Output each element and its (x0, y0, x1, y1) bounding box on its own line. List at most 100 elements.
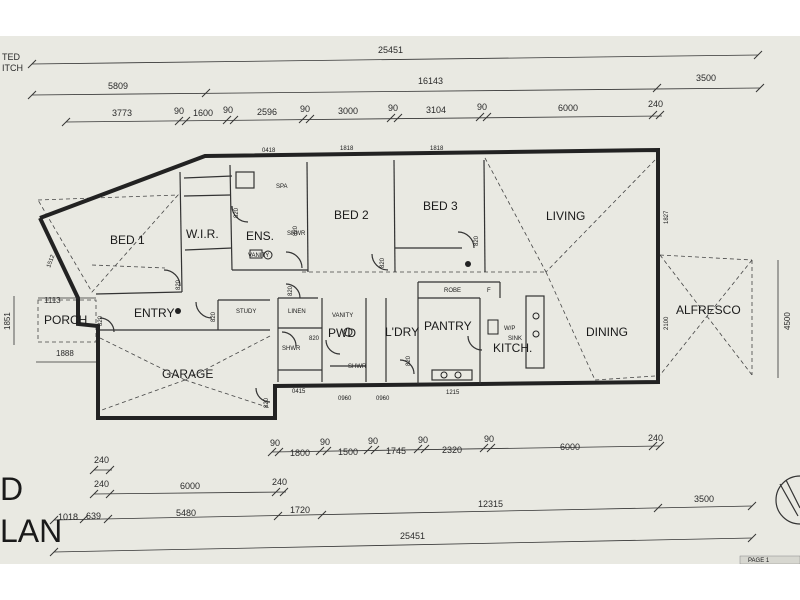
dim-row3-4: 90 (223, 105, 233, 115)
dim-bottom-b-3: 240 (272, 477, 287, 487)
svg-text:820: 820 (288, 285, 294, 296)
dim-line-overall-top (31, 54, 759, 65)
room-study: STUDY (236, 309, 256, 315)
dim-bottom-9: 90 (484, 434, 494, 444)
room-bed-2: BED 2 (334, 208, 369, 222)
fixture-sink-kitchen: SINK (508, 336, 522, 342)
dim-row3-8: 90 (388, 103, 398, 113)
exterior-walls (38, 147, 660, 420)
door-swings (99, 205, 483, 403)
roof-lines (37, 157, 753, 411)
svg-text:0960: 0960 (338, 396, 352, 402)
svg-text:820: 820 (474, 235, 480, 246)
fixture-shower-ens: SHWR (287, 231, 306, 237)
dim-line-bottom-row1 (271, 445, 661, 453)
room-bed-3: BED 3 (423, 199, 458, 213)
svg-text:820: 820 (406, 355, 412, 366)
room-entry: ENTRY (134, 306, 174, 320)
north-arrow-icon (775, 475, 800, 525)
dim-line-bottom-c (53, 505, 753, 521)
dim-bottom-1: 90 (270, 438, 280, 448)
dim-alfresco-height: 4500 (783, 312, 792, 330)
dim-bottom-8: 2320 (442, 445, 462, 455)
room-alfresco: ALFRESCO (676, 303, 741, 317)
room-pantry: PANTRY (424, 319, 472, 333)
fixture-fridge: F (487, 288, 491, 294)
fixture-vanity-ens: VANITY (248, 253, 269, 259)
dim-bottom-7: 90 (418, 435, 428, 445)
dim-row2-2: 16143 (418, 76, 443, 86)
dim-row3-11: 6000 (558, 103, 578, 113)
dim-bottom-a-1: 240 (94, 455, 109, 465)
fixture-shower-2: SHWR (282, 346, 301, 352)
dim-dining-window: 2100 (664, 316, 670, 330)
svg-text:820: 820 (176, 279, 182, 290)
fixtures (175, 249, 540, 379)
room-dining: DINING (586, 325, 628, 339)
dim-row3-5: 2596 (257, 107, 277, 117)
floor-plan-sheet: TED ITCH 25451 5809 16143 3500 3773 90 1… (0, 36, 800, 564)
dim-bottom-c-3: 5480 (176, 508, 196, 518)
dim-porch-depth: 1888 (56, 349, 74, 358)
window-label-1: 0418 (262, 148, 276, 154)
dim-bottom-overall: 25451 (400, 531, 425, 541)
dim-porch-width: 1113 (44, 296, 61, 305)
fixture-wp: W/P (504, 326, 515, 332)
room-kitchen: KITCH. (493, 341, 532, 355)
dim-row3-3: 1600 (193, 108, 213, 118)
svg-text:820: 820 (380, 257, 386, 268)
svg-text:820: 820 (309, 336, 320, 342)
dim-overall-top: 25451 (378, 45, 403, 55)
dim-bottom-b-1: 240 (94, 479, 109, 489)
room-living: LIVING (546, 209, 585, 223)
svg-text:0960: 0960 (376, 396, 390, 402)
dim-bottom-c-1: 1018 (58, 512, 78, 522)
room-linen: LINEN (288, 309, 306, 315)
dim-row3-12: 240 (648, 99, 663, 109)
dim-bottom-b-2: 6000 (180, 481, 200, 491)
dim-bottom-c-5: 12315 (478, 499, 503, 509)
dim-line-bottom-b (93, 491, 287, 495)
dim-bottom-3: 90 (320, 437, 330, 447)
dim-line-row3 (65, 115, 663, 123)
window-label-2: 1818 (340, 146, 354, 152)
room-powder: PWD (328, 326, 356, 340)
left-note-2: ITCH (2, 63, 23, 73)
dim-bed1-window: 1512 (46, 253, 56, 268)
svg-text:1215: 1215 (446, 390, 460, 396)
dim-bottom-10: 6000 (560, 442, 580, 452)
dim-bottom-4: 1500 (338, 447, 358, 457)
left-note-1: TED (2, 52, 21, 62)
room-laundry: L'DRY (385, 325, 419, 339)
dim-row3-6: 90 (300, 104, 310, 114)
svg-text:0415: 0415 (292, 389, 306, 395)
room-wir: W.I.R. (186, 227, 219, 241)
fixture-spa: SPA (276, 184, 288, 190)
dim-bottom-c-2: 639 (86, 511, 101, 521)
dim-row3-9: 3104 (426, 105, 446, 115)
svg-text:820: 820 (234, 207, 240, 218)
dim-bottom-c-6: 3500 (694, 494, 714, 504)
svg-text:820: 820 (264, 397, 270, 408)
dim-row3-2: 90 (174, 106, 184, 116)
dim-line-row2 (31, 87, 761, 96)
dim-row3-1: 3773 (112, 108, 132, 118)
interior-walls (95, 159, 545, 384)
partial-title-line2: LAN (0, 513, 62, 549)
dim-bottom-11: 240 (648, 433, 663, 443)
dim-living-window: 1827 (664, 210, 670, 224)
room-ensuite: ENS. (246, 229, 274, 243)
partial-title-line1: D (0, 471, 23, 507)
dim-bottom-5: 90 (368, 436, 378, 446)
footer-stub: PAGE 1 (748, 558, 770, 564)
svg-text:820: 820 (211, 311, 217, 322)
dim-row3-10: 90 (477, 102, 487, 112)
dim-bottom-6: 1745 (386, 446, 406, 456)
dim-row2-3: 3500 (696, 73, 716, 83)
svg-text:820: 820 (293, 225, 299, 236)
fixture-robe: ROBE (444, 288, 461, 294)
dim-row3-7: 3000 (338, 106, 358, 116)
dim-bottom-2: 1800 (290, 448, 310, 458)
window-label-3: 1818 (430, 146, 444, 152)
floor-plan-drawing: TED ITCH 25451 5809 16143 3500 3773 90 1… (0, 45, 800, 564)
